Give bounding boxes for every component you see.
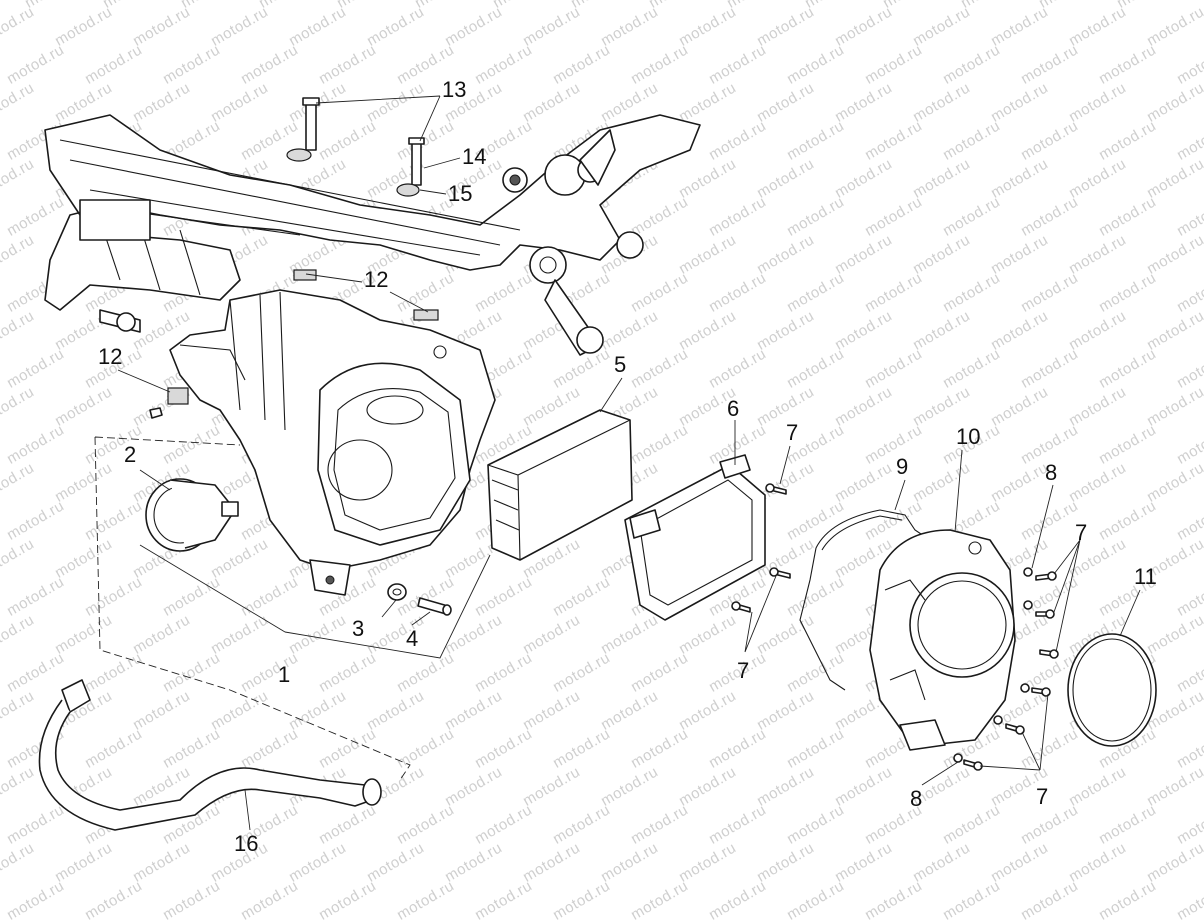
drain-plug bbox=[417, 597, 452, 616]
breather-hose bbox=[38, 679, 382, 831]
airbox-cover bbox=[869, 529, 1016, 751]
callout-8-bottom: 8 bbox=[910, 786, 923, 811]
frame bbox=[44, 114, 701, 356]
bolt-13-right bbox=[396, 137, 425, 197]
callout-12-top: 12 bbox=[364, 267, 389, 292]
callout-12-left: 12 bbox=[98, 344, 123, 369]
callout-16: 16 bbox=[234, 831, 259, 856]
exploded-parts-diagram bbox=[38, 95, 1157, 831]
callout-11: 11 bbox=[1134, 564, 1157, 589]
gasket bbox=[799, 509, 931, 691]
spring-clip bbox=[387, 583, 407, 601]
air-filter bbox=[487, 409, 633, 561]
callout-5: 5 bbox=[614, 352, 627, 377]
intake-boot bbox=[145, 478, 239, 552]
cover-screws-7 bbox=[963, 571, 1059, 771]
callout-2: 2 bbox=[124, 442, 137, 467]
callout-4: 4 bbox=[406, 626, 419, 651]
o-ring bbox=[1067, 633, 1157, 747]
callout-10: 10 bbox=[956, 424, 981, 449]
callout-3: 3 bbox=[352, 616, 365, 641]
clip-12 bbox=[149, 269, 439, 419]
callout-14: 14 bbox=[462, 144, 487, 169]
callout-7-top: 7 bbox=[786, 420, 799, 445]
callout-7-mid: 7 bbox=[737, 658, 750, 683]
callout-13: 13 bbox=[442, 77, 467, 102]
bolt-13-left bbox=[286, 97, 320, 162]
callout-7-bottom: 7 bbox=[1036, 784, 1049, 809]
callout-7-right: 7 bbox=[1075, 520, 1088, 545]
washers-8 bbox=[953, 567, 1033, 763]
leader-lines bbox=[94, 95, 1141, 831]
callout-15: 15 bbox=[448, 181, 473, 206]
filter-frame bbox=[624, 454, 766, 621]
screws-7 bbox=[731, 483, 791, 613]
callout-6: 6 bbox=[727, 396, 740, 421]
callout-8-top: 8 bbox=[1045, 460, 1058, 485]
airbox-housing bbox=[169, 289, 496, 596]
callout-1: 1 bbox=[278, 662, 291, 687]
callout-9: 9 bbox=[896, 454, 909, 479]
